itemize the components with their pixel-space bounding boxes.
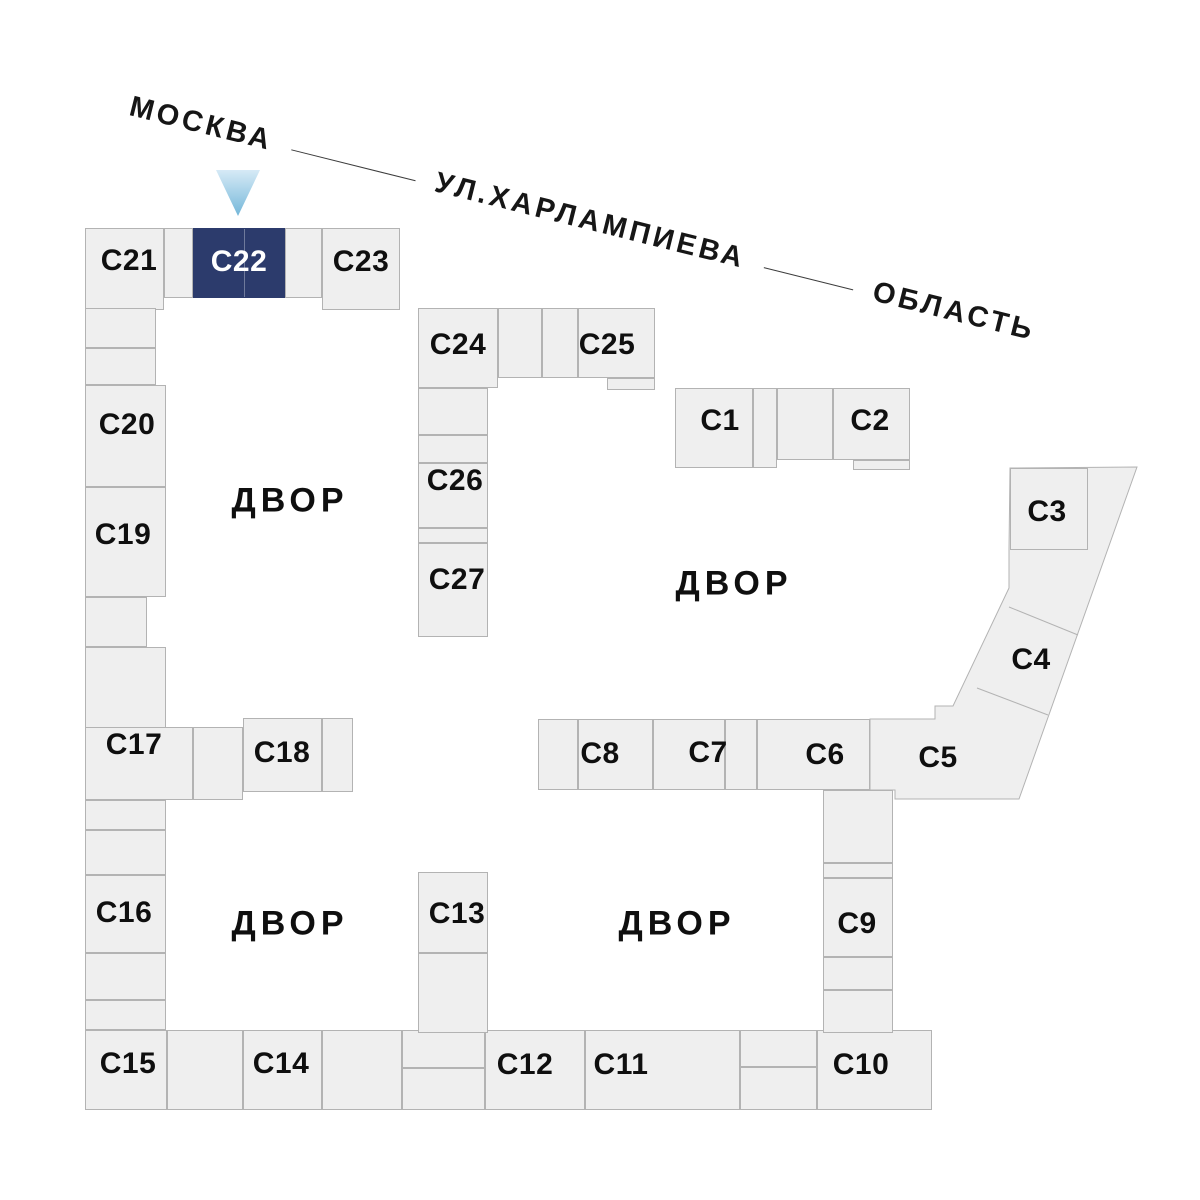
building-label-c20: С20 xyxy=(98,408,156,441)
building-label-c24: С24 xyxy=(429,328,487,361)
building-section-cell xyxy=(418,953,488,1033)
building-section-cell xyxy=(402,1068,485,1110)
building-label-c15: С15 xyxy=(99,1047,157,1080)
wing-divider-lines xyxy=(976,606,1079,716)
selected-building-marker-icon xyxy=(216,170,260,216)
building-c16[interactable] xyxy=(85,875,166,953)
building-section-cell xyxy=(85,800,166,830)
building-c7[interactable] xyxy=(653,719,725,790)
building-section-cell xyxy=(823,790,893,863)
building-section-cell xyxy=(85,348,156,385)
building-label-c11: С11 xyxy=(593,1048,649,1081)
building-section-cell xyxy=(418,528,488,543)
building-label-c19: С19 xyxy=(94,518,152,551)
building-c22[interactable] xyxy=(193,228,285,298)
building-c15[interactable] xyxy=(85,1030,167,1110)
building-label-c1: С1 xyxy=(700,404,740,437)
building-section-cell xyxy=(740,1067,817,1110)
building-section-cell xyxy=(85,830,166,875)
building-section-cell xyxy=(167,1030,243,1110)
building-label-c10: С10 xyxy=(832,1048,890,1081)
building-label-c23: С23 xyxy=(332,245,390,278)
building-label-c27: С27 xyxy=(428,563,486,596)
building-c17[interactable] xyxy=(85,727,193,800)
building-section-cell xyxy=(740,1030,817,1067)
section-divider-line xyxy=(243,229,245,297)
building-section-cell xyxy=(607,378,655,390)
building-label-c14: С14 xyxy=(252,1047,310,1080)
courtyard-label: ДВОР xyxy=(675,564,793,603)
building-section-cell xyxy=(193,727,243,800)
building-label-c2: С2 xyxy=(850,404,890,437)
building-label-c16: С16 xyxy=(95,896,153,929)
building-label-c6: С6 xyxy=(805,738,845,771)
building-c2[interactable] xyxy=(833,388,910,460)
building-c9[interactable] xyxy=(823,878,893,957)
building-section-cell xyxy=(418,435,488,463)
building-c27[interactable] xyxy=(418,543,488,637)
building-section-cell xyxy=(498,308,542,378)
building-label-c8: С8 xyxy=(580,737,620,770)
building-section-cell xyxy=(85,597,147,647)
building-label-c21: С21 xyxy=(100,244,158,277)
building-section-cell xyxy=(85,1000,166,1030)
building-section-cell xyxy=(853,460,910,470)
building-c14[interactable] xyxy=(243,1030,322,1110)
building-c20[interactable] xyxy=(85,385,166,487)
building-section-cell xyxy=(85,308,156,348)
building-label-c26: С26 xyxy=(426,464,484,497)
building-c13[interactable] xyxy=(418,872,488,953)
building-c12[interactable] xyxy=(485,1030,585,1110)
building-label-c5[interactable]: С5 xyxy=(918,741,958,774)
building-section-cell xyxy=(164,228,193,298)
building-section-cell xyxy=(418,388,488,435)
building-label-c9: С9 xyxy=(837,907,877,940)
building-c25[interactable] xyxy=(578,308,655,378)
building-c6[interactable] xyxy=(757,719,870,790)
wing-outline xyxy=(869,466,1138,800)
building-section-cell xyxy=(322,1030,402,1110)
building-section-cell xyxy=(85,953,166,1000)
building-label-c12: С12 xyxy=(496,1048,554,1081)
building-c3[interactable] xyxy=(1010,468,1088,550)
building-section-cell xyxy=(725,719,757,790)
building-label-c25: С25 xyxy=(578,328,636,361)
building-section-cell xyxy=(402,1030,485,1068)
building-section-cell xyxy=(823,990,893,1033)
building-c24[interactable] xyxy=(418,308,498,388)
building-c1[interactable] xyxy=(675,388,753,468)
building-label-c4[interactable]: С4 xyxy=(1011,643,1051,676)
building-label-c18: С18 xyxy=(253,736,311,769)
building-label-c17: С17 xyxy=(105,728,163,761)
building-label-c7: С7 xyxy=(688,736,728,769)
building-section-cell xyxy=(823,957,893,990)
courtyard-label: ДВОР xyxy=(231,904,349,943)
courtyard-label: ДВОР xyxy=(231,481,349,520)
building-label-c22: С22 xyxy=(210,245,268,278)
building-section-cell xyxy=(538,719,578,790)
building-c21[interactable] xyxy=(85,228,164,310)
building-section-cell xyxy=(322,718,353,792)
building-label-c13: С13 xyxy=(428,897,486,930)
building-c23[interactable] xyxy=(322,228,400,310)
building-section-cell xyxy=(285,228,322,298)
building-section-cell xyxy=(823,863,893,878)
building-c26[interactable] xyxy=(418,463,488,528)
building-section-cell xyxy=(753,388,777,468)
building-section-cell xyxy=(777,388,833,460)
building-c11[interactable] xyxy=(585,1030,740,1110)
building-c8[interactable] xyxy=(578,719,653,790)
courtyard-label: ДВОР xyxy=(618,904,736,943)
building-label-c3: С3 xyxy=(1027,495,1067,528)
building-c19[interactable] xyxy=(85,487,166,597)
building-c18[interactable] xyxy=(243,718,322,792)
building-section-cell xyxy=(542,308,578,378)
building-section-cell xyxy=(85,647,166,728)
